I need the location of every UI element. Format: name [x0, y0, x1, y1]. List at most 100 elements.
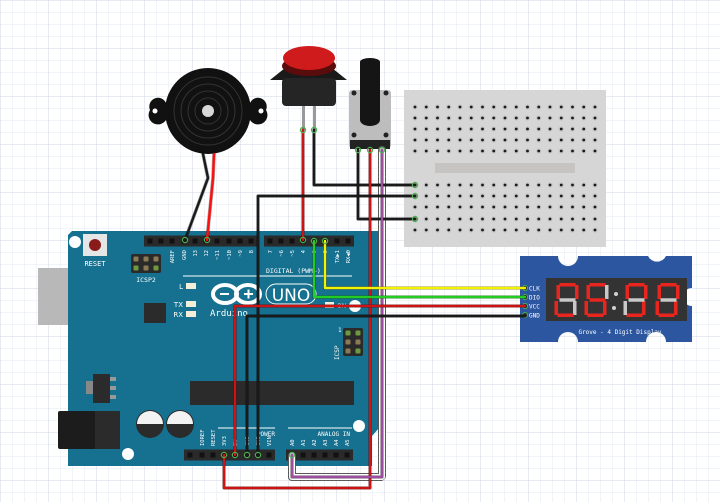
breadboard-hole-center	[469, 127, 473, 131]
voltage-regulator	[86, 374, 116, 403]
header-pin[interactable]	[311, 452, 317, 458]
display-clk-wire[interactable]	[323, 239, 527, 290]
pin-label: GND	[182, 250, 188, 260]
arduino-board	[68, 231, 386, 466]
header-pin[interactable]	[169, 238, 175, 244]
breadboard-hole-center	[514, 138, 518, 142]
display-gnd-wire[interactable]	[245, 314, 527, 457]
breadboard-hole-center	[571, 205, 574, 209]
breadboard-hole-center	[503, 127, 507, 131]
header-pin[interactable]	[210, 452, 216, 458]
wire-endpoint[interactable]	[411, 215, 419, 223]
rotary-potentiometer[interactable]	[349, 58, 391, 149]
breadboard-hole-center	[526, 149, 529, 153]
gnd-rail-wire[interactable]	[256, 194, 417, 457]
breadboard-hole-center	[514, 194, 518, 198]
segment	[628, 298, 645, 302]
wire-endpoint[interactable]	[254, 451, 262, 459]
icsp-pin	[133, 256, 139, 262]
header-pin[interactable]	[322, 452, 328, 458]
breadboard-hole-center	[492, 228, 496, 232]
piezo-buzzer[interactable]	[148, 68, 268, 154]
header-pin[interactable]	[147, 238, 153, 244]
wire-endpoint[interactable]	[243, 451, 251, 459]
breadboard-hole-center	[582, 116, 586, 120]
header-pin[interactable]	[278, 238, 284, 244]
wire-endpoint[interactable]	[321, 237, 329, 245]
header-pin[interactable]	[187, 452, 193, 458]
breadboard-hole-center	[447, 228, 451, 232]
digital-header-right[interactable]	[264, 235, 354, 247]
breadboard-hole-center	[447, 138, 451, 142]
header-pin[interactable]	[158, 238, 164, 244]
reset-button[interactable]	[83, 234, 107, 256]
buzzer-center	[202, 105, 214, 117]
wire-endpoint[interactable]	[181, 236, 189, 244]
header-pin[interactable]	[214, 238, 220, 244]
wire-endpoint[interactable]	[299, 236, 307, 244]
push-button[interactable]	[270, 46, 347, 130]
pot-wiper-wire[interactable]	[290, 148, 384, 479]
breadboard-hole-center	[571, 149, 574, 153]
wire-endpoint[interactable]	[310, 237, 318, 245]
breadboard-hole-center	[548, 183, 552, 187]
wire-endpoint[interactable]	[411, 181, 419, 189]
breadboard-hole-center	[548, 194, 552, 198]
breadboard-holes[interactable]	[412, 104, 598, 233]
header-pin[interactable]	[300, 452, 306, 458]
wire-endpoint[interactable]	[299, 126, 307, 134]
pin-label: AREF	[170, 250, 176, 263]
breadboard-hole-center	[458, 228, 462, 232]
wire-endpoint[interactable]	[203, 236, 211, 244]
header-pin[interactable]	[345, 238, 351, 244]
breadboard-hole-center	[514, 127, 518, 131]
wire-endpoint[interactable]	[310, 126, 318, 134]
header-pin[interactable]	[248, 238, 254, 244]
header-pin[interactable]	[237, 238, 243, 244]
wire-endpoint[interactable]	[366, 146, 374, 154]
breadboard-hole-center	[559, 217, 563, 221]
pin-label: VIN	[267, 436, 273, 446]
digital-header-left[interactable]	[144, 235, 257, 247]
wire-endpoint[interactable]	[220, 451, 228, 459]
header-pin[interactable]	[192, 238, 198, 244]
breadboard-hole-center	[571, 228, 574, 232]
header-pin[interactable]	[344, 452, 350, 458]
header-pin[interactable]	[334, 238, 340, 244]
mini-breadboard[interactable]	[404, 90, 606, 247]
wire-endpoint[interactable]	[411, 192, 419, 200]
icsp2-header	[131, 254, 161, 273]
display-vcc-wire[interactable]	[233, 304, 527, 457]
display-dio-wire[interactable]	[312, 239, 527, 299]
header-pin[interactable]	[181, 238, 187, 244]
power-header[interactable]	[184, 449, 275, 461]
breadboard-hole-center	[548, 138, 552, 142]
pot-vcc-wire[interactable]	[222, 148, 372, 490]
analog-header[interactable]	[286, 449, 353, 461]
pin-label: ~6	[279, 250, 285, 257]
wire-endpoint[interactable]	[288, 451, 296, 459]
wire-endpoint[interactable]	[354, 146, 362, 154]
header-pin[interactable]	[226, 238, 232, 244]
breadboard-hole-center	[413, 138, 417, 142]
buzzer-signal-wire[interactable]	[205, 152, 216, 242]
header-pin[interactable]	[289, 238, 295, 244]
wire-endpoint[interactable]	[231, 451, 239, 459]
pot-gnd-wire[interactable]	[356, 148, 417, 221]
breadboard-hole-center	[413, 127, 417, 131]
wire-endpoint[interactable]	[378, 146, 386, 154]
segment	[559, 298, 576, 302]
header-pin[interactable]	[333, 452, 339, 458]
breadboard-hole-center	[492, 105, 496, 109]
buzzer-gnd-wire[interactable]	[183, 152, 210, 242]
wires[interactable]	[181, 126, 527, 490]
header-pin[interactable]	[203, 238, 209, 244]
breadboard-hole-center	[571, 183, 574, 187]
breadboard-hole-center	[436, 228, 439, 232]
header-pin[interactable]	[199, 452, 205, 458]
header-pin[interactable]	[266, 452, 272, 458]
header-pin[interactable]	[267, 238, 273, 244]
breadboard-hole-center	[436, 217, 439, 221]
